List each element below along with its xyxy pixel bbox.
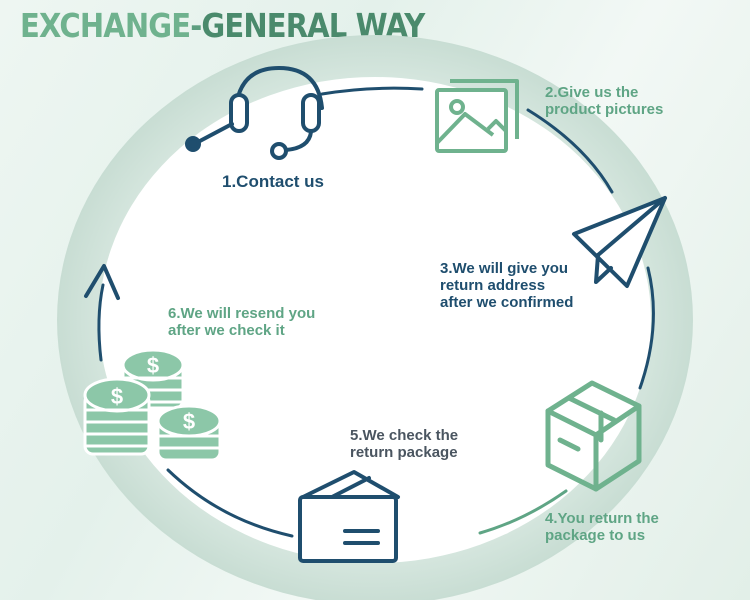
arc-5-6 [166,468,294,538]
step-3-line-1: 3.We will give you [440,260,569,277]
coins-icon [83,348,222,462]
title-dash: - [190,6,202,45]
step-5-line-1: 5.We check the [350,427,459,444]
step-3-line-3: after we confirmed [440,294,574,311]
arc-1-2 [320,86,424,96]
title-part-exchange: EXCHANGE [20,6,191,45]
step-6-label: 6.We will resend you after we check it [168,305,315,339]
step-5-line-2: return package [350,444,458,461]
step-2-line-1: 2.Give us the [545,84,639,101]
inner-disc [99,77,651,563]
arc-6-1 [97,283,105,362]
step-6-line-1: 6.We will resend you [168,305,316,322]
step-3-label: 3.We will give you return address after … [440,260,573,311]
wallet-icon [298,470,400,563]
step-4-label: 4.You return the package to us [545,510,659,544]
arc-4-5 [478,489,568,535]
page-title: EXCHANGE-GENERAL WAY [20,6,425,45]
headset-icon [185,65,324,160]
cycle-arrowhead-icon [84,264,120,300]
arc-2-3 [526,108,614,194]
cycle-arcs [97,86,655,538]
dollar-sign-icon: $ $ $ [111,353,195,434]
svg-text:$: $ [183,409,195,434]
arc-3-4 [638,266,655,390]
step-1-label: 1.Contact us [222,172,324,191]
step-5-label: 5.We check the return package [350,427,458,461]
image-icon [435,79,519,153]
paper-plane-icon [572,196,667,288]
step-4-line-1: 4.You return the [545,510,659,527]
step-2-line-2: product pictures [545,101,664,118]
step-6-line-2: after we check it [168,322,285,339]
step-3-line-2: return address [440,277,546,294]
svg-text:$: $ [147,353,159,378]
step-2-label: 2.Give us the product pictures [545,84,663,118]
package-box-icon [545,380,642,492]
svg-text:$: $ [111,384,123,409]
step-4-line-2: package to us [545,527,646,544]
step-1-line-1: 1.Contact us [222,172,325,191]
